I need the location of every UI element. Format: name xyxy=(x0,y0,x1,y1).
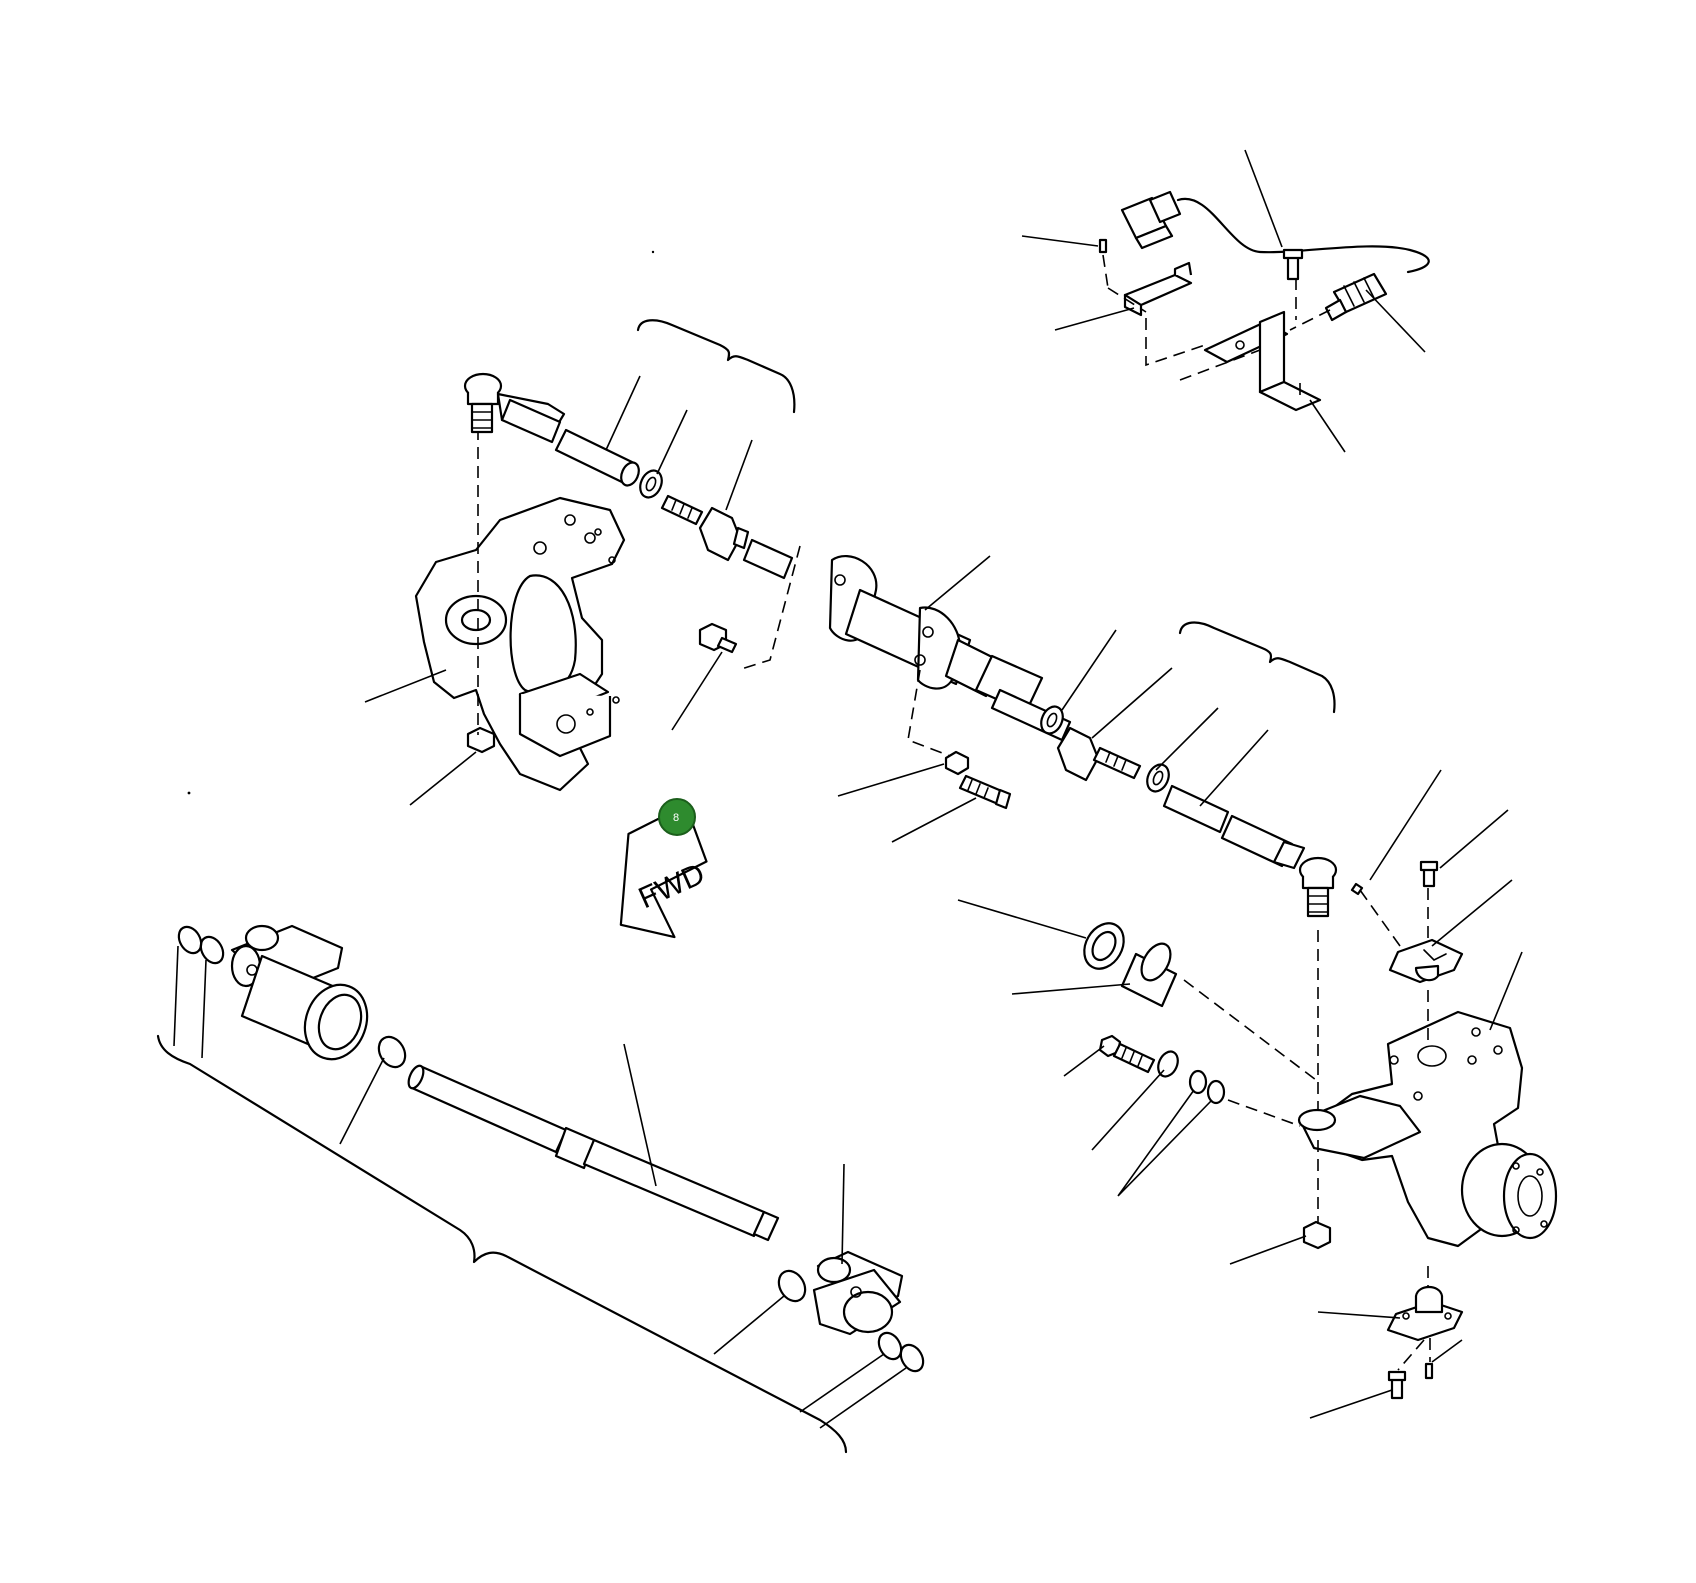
leader-line xyxy=(924,555,991,611)
leader-line xyxy=(841,1163,845,1265)
sensor-assembly xyxy=(1021,149,1430,453)
axle-assembly-brace xyxy=(156,1034,848,1454)
snap-ring xyxy=(177,925,203,955)
left-yoke xyxy=(230,924,369,1061)
snap-ring xyxy=(377,1035,407,1069)
snap-ring xyxy=(899,1343,925,1373)
hotspot-marker-dot[interactable] xyxy=(658,798,696,836)
leader-line xyxy=(1309,1389,1393,1419)
clip-bracket xyxy=(1123,261,1193,317)
leader-line xyxy=(1317,1311,1401,1319)
lower-axle-shaft-assembly xyxy=(156,924,925,1454)
leader-line xyxy=(364,669,447,703)
leader-line xyxy=(1489,951,1523,1031)
leader-line xyxy=(1091,667,1173,739)
leader-line xyxy=(1021,235,1099,247)
sensor-mounting-bracket xyxy=(1203,310,1322,412)
leader-line xyxy=(671,651,723,731)
right-yoke xyxy=(812,1250,904,1336)
left-tie-rod-tube xyxy=(500,398,640,487)
snap-ring xyxy=(199,935,225,965)
leader-line xyxy=(1199,729,1269,807)
leader-line xyxy=(1369,769,1442,881)
ball-joint-lower xyxy=(1386,1285,1464,1342)
leader-line xyxy=(1011,983,1131,995)
clip-screw xyxy=(1098,238,1108,254)
leader-line xyxy=(623,1043,657,1187)
leader-line xyxy=(1061,629,1117,711)
upper-screw xyxy=(1419,860,1439,888)
stray-dot xyxy=(187,791,191,795)
leader-line xyxy=(799,1353,885,1413)
leader-line xyxy=(1431,879,1513,947)
cylinder-bolt xyxy=(958,774,1012,810)
leader-line xyxy=(1431,1339,1463,1363)
knuckle-lock-nut xyxy=(466,726,496,754)
stray-dot xyxy=(651,250,655,254)
leader-line xyxy=(1439,809,1509,869)
leader-line xyxy=(1091,1069,1165,1151)
leader-line xyxy=(1244,149,1283,248)
drive-shaft xyxy=(407,1064,780,1242)
left-steering-knuckle xyxy=(414,496,626,792)
left-inner-ball-joint xyxy=(660,494,750,562)
leader-line xyxy=(957,899,1087,939)
leader-line xyxy=(339,1057,385,1145)
speed-sensor xyxy=(1324,272,1388,322)
king-pin-seal xyxy=(1083,922,1125,970)
right-inner-ball-joint xyxy=(1056,726,1142,782)
tie-rod-left-brace xyxy=(636,319,796,414)
snap-ring xyxy=(877,1331,903,1361)
sensor-screw xyxy=(1282,248,1304,281)
grease-fitting xyxy=(1350,882,1364,896)
leader-line xyxy=(656,409,688,475)
tie-rod-right-brace xyxy=(1178,621,1336,714)
hotspot-marker[interactable]: 8 xyxy=(658,798,696,836)
leader-line xyxy=(1309,399,1346,453)
king-pin-bushing xyxy=(1120,942,1178,1008)
right-tie-rod-end xyxy=(1272,840,1338,918)
right-jam-nut xyxy=(1146,763,1170,793)
right-knuckle-nut xyxy=(1302,1220,1332,1250)
leader-line xyxy=(1054,307,1135,331)
leader-line xyxy=(713,1295,785,1355)
leader-line xyxy=(1063,1045,1105,1077)
leader-line xyxy=(201,959,207,1059)
right-jam-nut-inner xyxy=(1040,705,1064,735)
leader-line xyxy=(409,751,477,806)
leader-line xyxy=(725,439,753,511)
leader-line xyxy=(819,1367,907,1429)
hotspot-marker-label: 8 xyxy=(673,812,679,824)
leader-line xyxy=(1229,1235,1307,1265)
sensor-connector xyxy=(1120,190,1182,250)
stop-bolt xyxy=(1098,1034,1156,1074)
leader-line xyxy=(1155,707,1219,771)
sensor-cable xyxy=(1176,197,1430,274)
lower-screw xyxy=(1387,1370,1407,1400)
snap-ring xyxy=(777,1269,807,1303)
cylinder-mount-bolt xyxy=(698,622,738,654)
ball-joint-upper xyxy=(1388,938,1464,984)
right-steering-knuckle xyxy=(1297,1010,1558,1248)
left-jam-nut xyxy=(639,469,663,499)
cylinder-nut xyxy=(944,750,970,776)
forward-direction-arrow: FWD xyxy=(619,803,710,939)
leader-line xyxy=(1365,289,1426,353)
leader-line xyxy=(891,797,977,843)
right-tie-rod-tube xyxy=(1162,784,1294,868)
leader-line xyxy=(605,375,641,451)
leader-line xyxy=(1117,1089,1213,1197)
leader-line xyxy=(837,763,945,797)
leader-line xyxy=(173,945,179,1047)
lower-pin xyxy=(1424,1362,1434,1380)
thrust-washers xyxy=(1188,1069,1226,1105)
